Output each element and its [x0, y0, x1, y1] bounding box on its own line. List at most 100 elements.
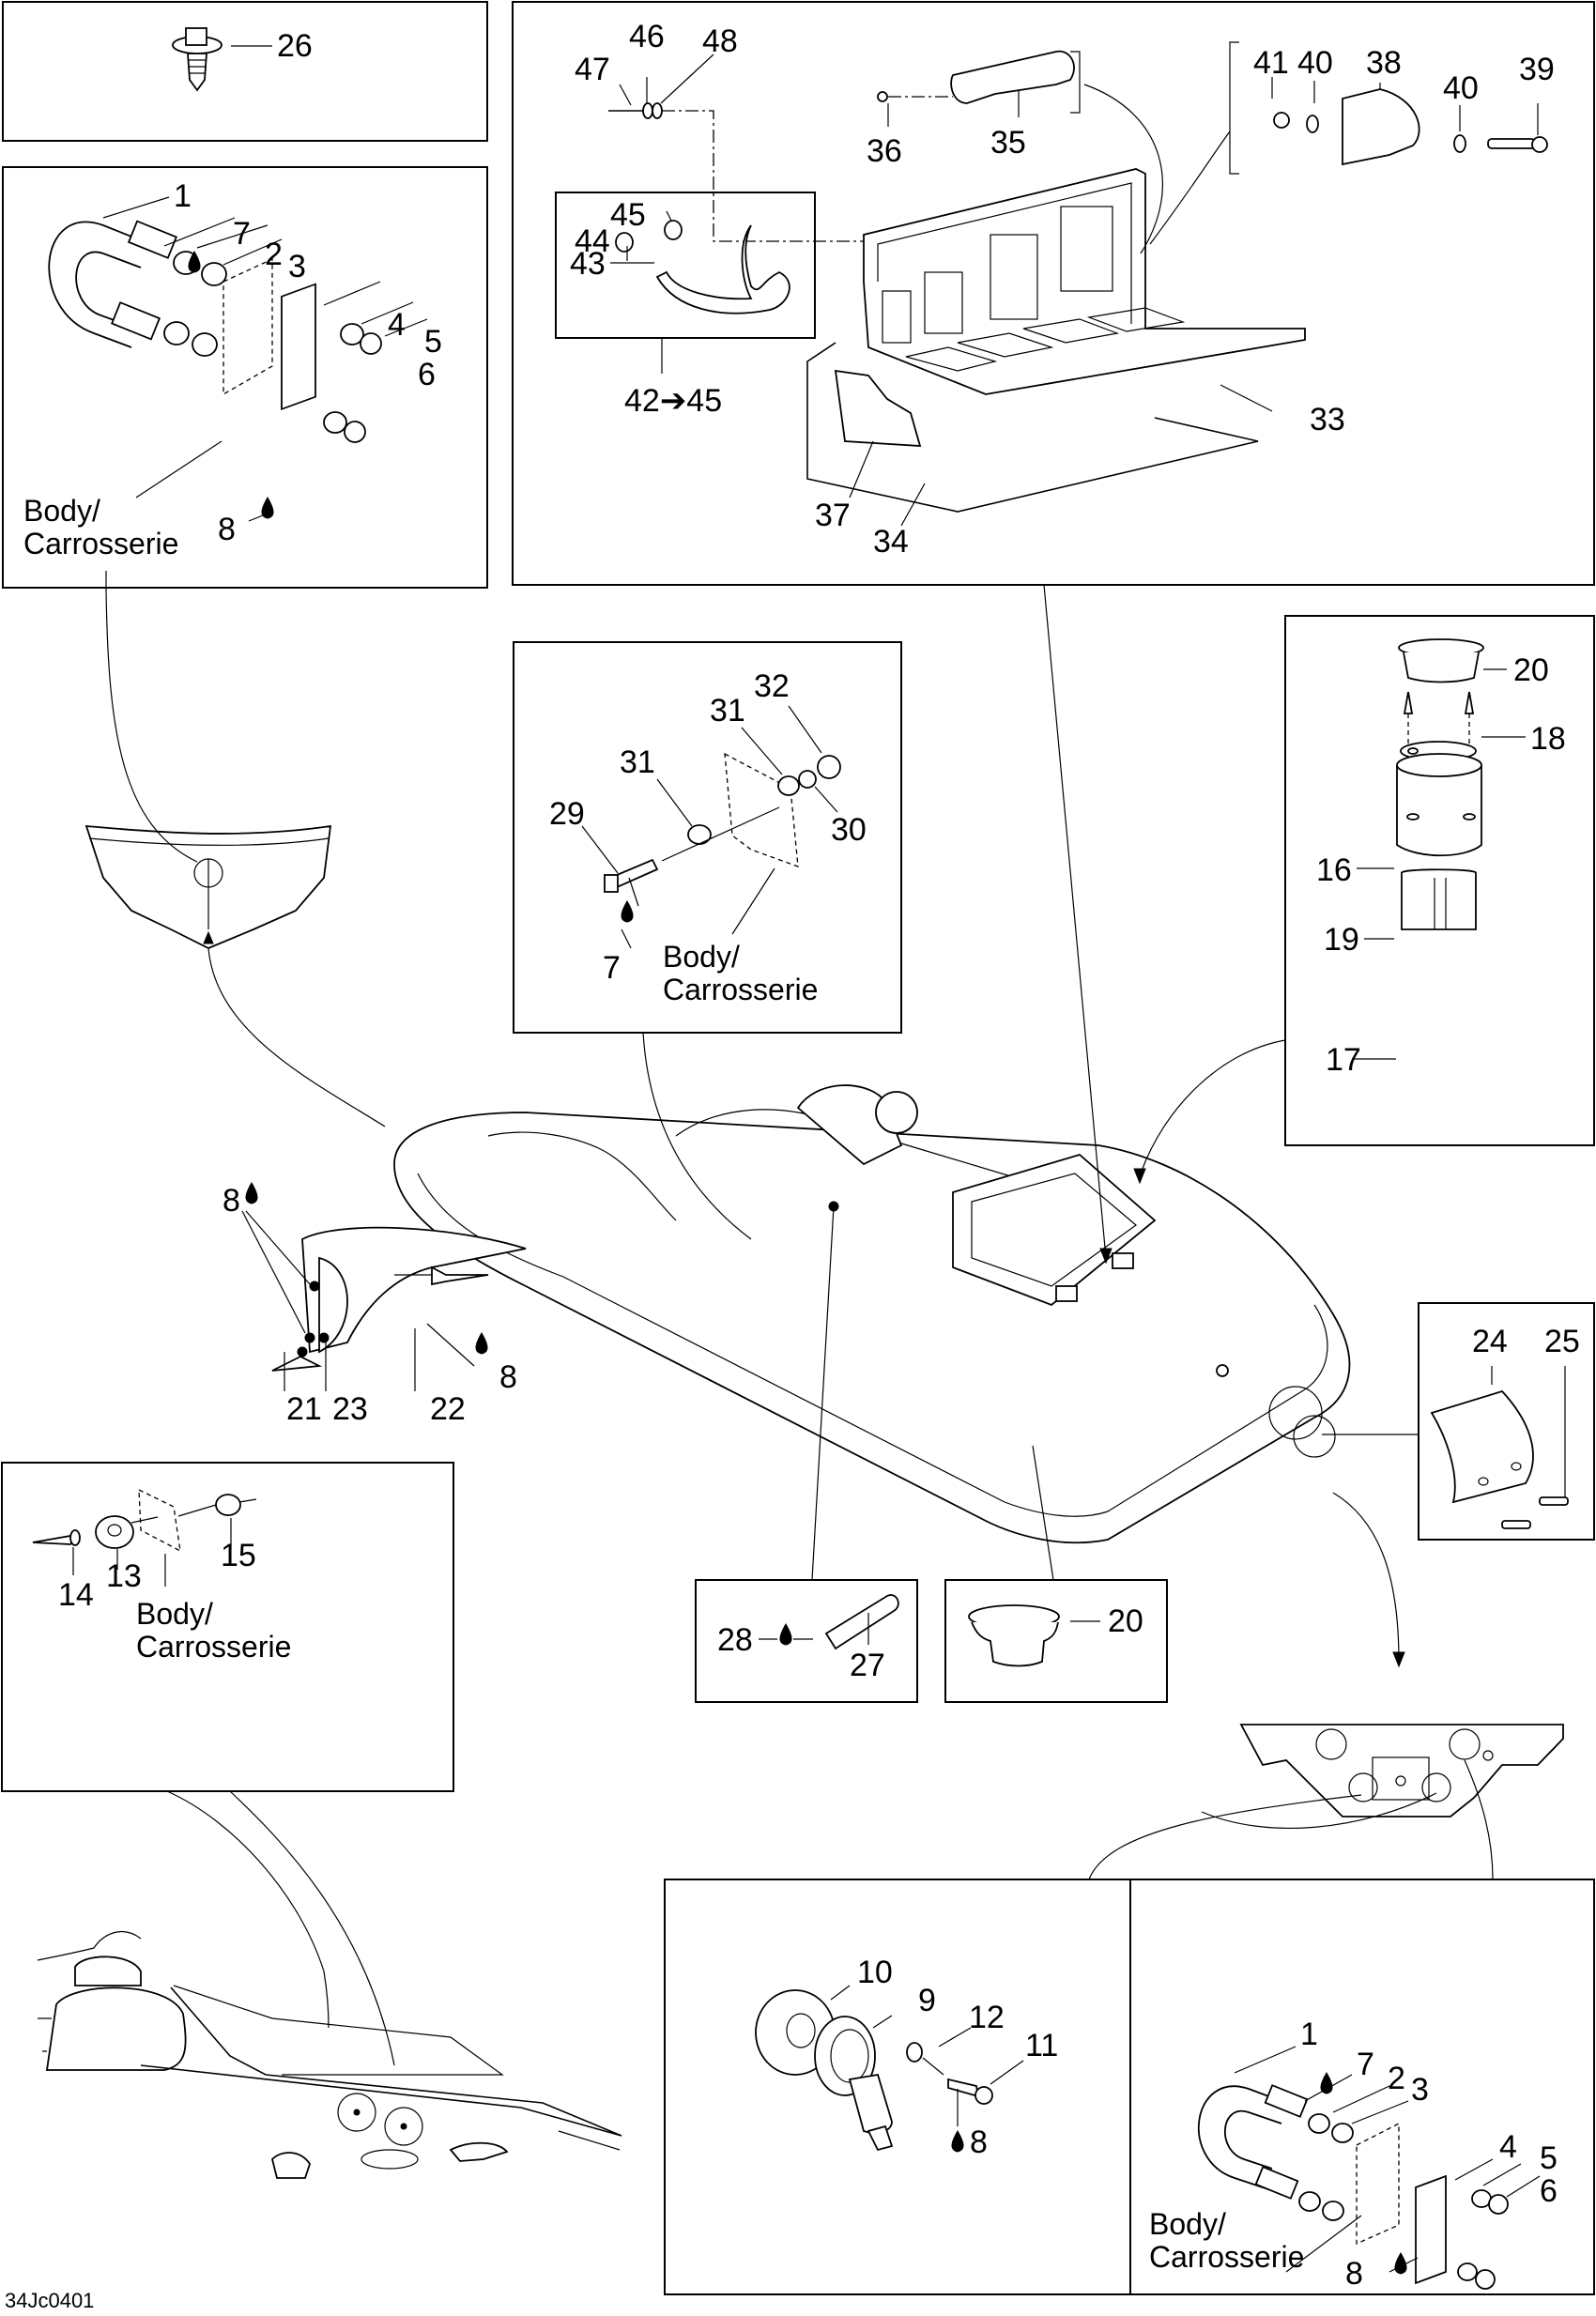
- cupholder-panel-frame: [1284, 615, 1595, 1146]
- storage-panel: 46 48 47 36 35 41 40 38 40 39 45 44 43 3…: [512, 1, 1595, 586]
- callout-24: 24: [1472, 1324, 1508, 1359]
- callout-1: 1: [174, 178, 192, 214]
- callout-40: 40: [1297, 45, 1333, 81]
- callout-14: 14: [58, 1577, 94, 1613]
- callout-8b: 8: [499, 1359, 517, 1395]
- callout-30: 30: [831, 812, 867, 848]
- backing-plate-icon: [281, 283, 316, 411]
- oil-drop-icon: [188, 251, 201, 273]
- washer-icon: [777, 775, 800, 796]
- rivets-icon: [1403, 691, 1475, 751]
- leaders: [581, 705, 838, 949]
- seal-strip-icon: [824, 1594, 899, 1650]
- leaders: [1352, 668, 1526, 1060]
- cup-panel: 20: [944, 1579, 1168, 1703]
- callout-43: 43: [570, 246, 606, 282]
- callout-9: 9: [918, 1983, 936, 2018]
- callout-16: 16: [1316, 852, 1352, 888]
- callout-7: 7: [603, 950, 621, 986]
- bolt-head: [604, 874, 619, 893]
- callout-46: 46: [629, 19, 665, 54]
- lock-washer-icon: [798, 770, 817, 789]
- callout-40b: 40: [1443, 70, 1479, 106]
- body-outline: [223, 257, 273, 396]
- frame-rod-icon: [806, 342, 1259, 513]
- washer-icon: [1308, 2113, 1330, 2134]
- assembly-line: [662, 110, 981, 242]
- body-label-line2: Carrosserie: [23, 527, 178, 560]
- callout-36: 36: [867, 133, 902, 169]
- oil-drop-icon: [1320, 2072, 1333, 2094]
- body-label-line1: Body/: [1149, 2207, 1226, 2241]
- rivet-panel-frame: [1, 1462, 454, 1792]
- callout-curve: [1083, 84, 1163, 254]
- figure-code: 34Jc0401: [5, 2289, 94, 2312]
- washers-icon: [163, 251, 227, 357]
- oil-drop-icon: [621, 900, 634, 923]
- callout-5: 5: [424, 324, 442, 360]
- callout-6: 6: [418, 357, 436, 392]
- callout-13: 13: [106, 1558, 142, 1594]
- oil-drop-icon: [245, 1182, 258, 1204]
- nut-icon: [615, 232, 634, 253]
- callout-35: 35: [990, 125, 1026, 161]
- screw-panel-frame: [2, 1, 488, 142]
- callout-37: 37: [815, 498, 851, 533]
- ubolt-panel-bottom: 1 7 2 3 4 5 6 8 Body/ Carrosserie: [1149, 2017, 1558, 2292]
- callout-31b: 31: [620, 744, 655, 780]
- cup-holder-body-icon: [1396, 741, 1482, 857]
- nuts-icon: [323, 323, 382, 443]
- leaders: [619, 54, 1539, 527]
- callout-3: 3: [1411, 2072, 1429, 2108]
- callout-26: 26: [277, 28, 313, 64]
- latch-assembly-icon: [1229, 41, 1548, 175]
- bow-eye-detail: 8 21 23 22 8: [223, 1182, 527, 1427]
- callout-25: 25: [1544, 1324, 1580, 1359]
- storage-panel-frame: [512, 1, 1595, 586]
- cupholder-panel: 20 18 16 19 17: [1284, 615, 1595, 1146]
- body-label-line2: Carrosserie: [1149, 2240, 1304, 2274]
- boat-hull-icon: [393, 1084, 1351, 1544]
- callout-7: 7: [233, 216, 251, 252]
- callout-33: 33: [1310, 402, 1345, 437]
- body-outline: [724, 752, 799, 867]
- sleeve-icon: [1401, 868, 1477, 930]
- body-outline: [138, 1488, 181, 1553]
- callout-curve: [207, 947, 386, 1127]
- callout-23: 23: [332, 1391, 368, 1427]
- nut-icon: [817, 755, 841, 779]
- seal-panel-frame: [695, 1579, 918, 1703]
- drain-panel: 10 9 12 11 8: [755, 1955, 1058, 2160]
- body-label-line2: Carrosserie: [136, 1630, 291, 1664]
- screw-icon: [947, 2078, 980, 2098]
- washer-icon: [1322, 2201, 1344, 2221]
- bolt-panel-frame: [513, 641, 902, 1034]
- body-label-line2: Carrosserie: [663, 973, 818, 1006]
- drain-plug-icon: [848, 2073, 893, 2134]
- stern-plate-icon: [1088, 1724, 1564, 1880]
- fastener-stack-icon: [608, 102, 663, 119]
- callout-12: 12: [969, 2000, 1005, 2035]
- rivet-panel: 14 13 15 Body/ Carrosserie: [1, 1462, 454, 1792]
- bumper-panel-frame: [1418, 1302, 1595, 1541]
- ubolt-panel-top-frame: [2, 166, 488, 589]
- tapping-screw-icon: [172, 27, 223, 92]
- cup-insert-icon: [1398, 638, 1484, 683]
- callout-19: 19: [1324, 922, 1359, 958]
- oil-drop-icon: [261, 497, 274, 519]
- callout-18: 18: [1530, 721, 1566, 757]
- callout-28: 28: [717, 1622, 753, 1658]
- callout-39: 39: [1519, 52, 1555, 87]
- clip-kit-label: 42➔45: [624, 383, 722, 419]
- ubolt-icon: [48, 220, 177, 348]
- lock-washer-icon: [1471, 2189, 1492, 2208]
- backing-plate-icon: [1415, 2174, 1447, 2285]
- callout-8: 8: [970, 2124, 988, 2160]
- callout-curve: [1149, 130, 1231, 245]
- callout-8a: 8: [223, 1183, 240, 1219]
- nut-icon: [1475, 2269, 1496, 2290]
- bumper-guard-icon: [1430, 1389, 1534, 1504]
- clip-icon: [655, 224, 790, 314]
- callout-15: 15: [221, 1538, 256, 1573]
